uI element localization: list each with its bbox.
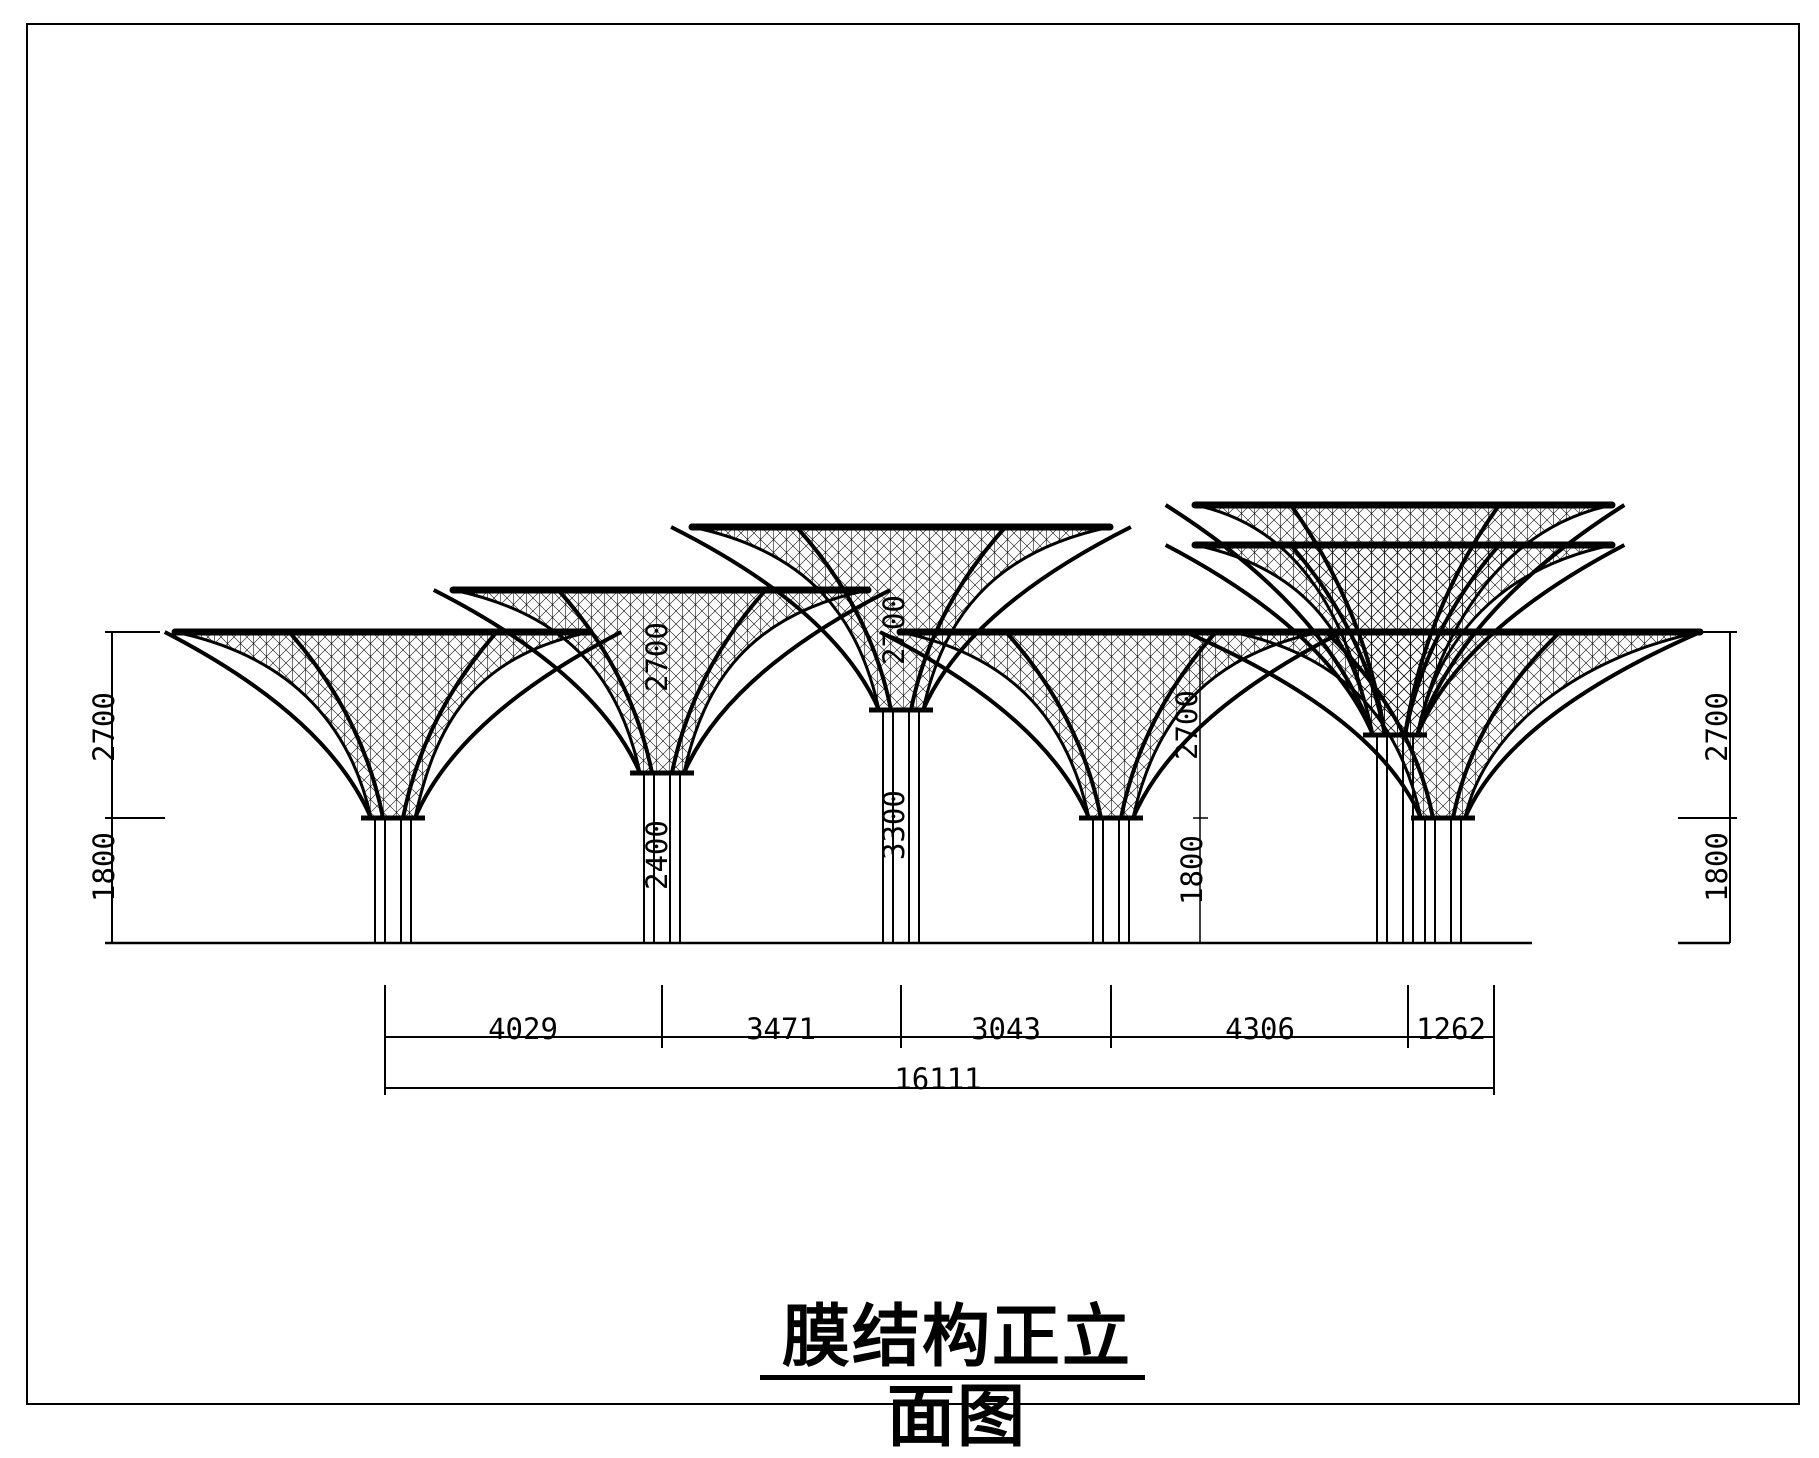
membrane-canopy-7 (1184, 628, 1704, 943)
dim-segment-5: 1262 (1416, 1012, 1486, 1046)
canopy-3-upper-label: 2700 (877, 595, 911, 665)
membrane-canopy-1 (163, 628, 623, 943)
right-height-upper-label: 2700 (1700, 692, 1734, 762)
inner-height-dimension (1193, 646, 1208, 943)
dim-segment-2: 3471 (746, 1012, 816, 1046)
canopy-2-lower-label: 2400 (640, 820, 674, 890)
canopy-2-upper-label: 2700 (640, 622, 674, 692)
horizontal-dimension-chain (384, 985, 1495, 1095)
inner-height-label: 1800 (1175, 835, 1209, 905)
drawing-title: 膜结构正立面图 (781, 1298, 1132, 1457)
left-height-upper-label: 2700 (87, 692, 121, 762)
canopy-4-upper-label: 2700 (1170, 690, 1204, 760)
dim-segment-4: 4306 (1225, 1012, 1295, 1046)
membrane-canopy-4 (879, 628, 1343, 943)
left-height-dimension (105, 631, 165, 943)
dim-segment-1: 4029 (488, 1012, 558, 1046)
membrane-canopy-3 (670, 523, 1132, 943)
right-height-dimension (1678, 631, 1737, 943)
right-height-lower-label: 1800 (1700, 832, 1734, 902)
membrane-canopy-2 (432, 586, 892, 943)
title-underline (760, 1375, 1145, 1380)
dim-segment-3: 3043 (971, 1012, 1041, 1046)
canopy-group (163, 501, 1704, 943)
left-height-lower-label: 1800 (87, 832, 121, 902)
canopy-3-lower-label: 3300 (877, 790, 911, 860)
elevation-drawing: 2700 1800 2700 1800 1800 2700 2400 2700 … (26, 23, 1800, 1405)
dim-total: 16111 (894, 1062, 981, 1096)
drawing-frame (26, 23, 1800, 1405)
